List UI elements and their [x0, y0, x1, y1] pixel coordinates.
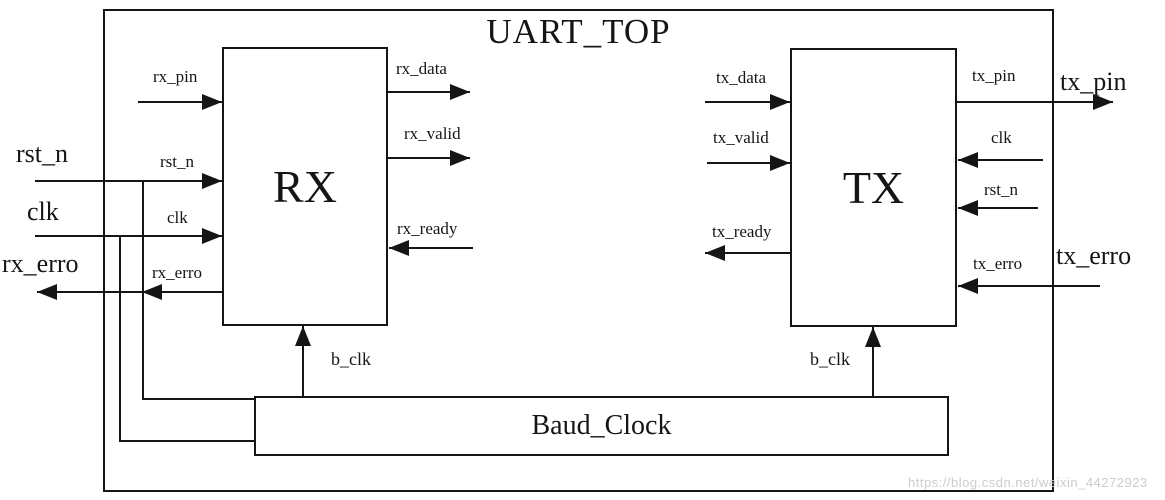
rx-erro-wire	[37, 291, 222, 293]
rx-valid-arrowhead-icon	[450, 150, 470, 166]
rx-b-clk-arrowhead-icon	[295, 326, 311, 346]
tx-erro-arrowhead-icon	[958, 278, 978, 294]
rx-ready-wire	[389, 247, 473, 249]
clk-arrowhead-icon	[202, 228, 222, 244]
rx-block: RX	[222, 47, 388, 326]
tx-data-wire	[705, 101, 790, 103]
rx-data-pin-label: rx_data	[396, 59, 447, 78]
rx-ready-pin-label: rx_ready	[397, 219, 458, 238]
rst-n-branch-vwire	[142, 180, 144, 400]
tx-pin-pin-label: tx_pin	[972, 66, 1016, 85]
rx-data-arrowhead-icon	[450, 84, 470, 100]
tx-valid-wire	[707, 162, 790, 164]
rx-block-label: RX	[273, 161, 337, 212]
tx-data-arrowhead-icon	[770, 94, 790, 110]
tx-clk-arrowhead-icon	[958, 152, 978, 168]
rx-erro-inner-arrowhead-icon	[142, 284, 162, 300]
tx-clk-pin-label: clk	[991, 128, 1012, 147]
tx-rst-n-wire	[958, 207, 1038, 209]
tx-block: TX	[790, 48, 957, 327]
rx-pin-label: rx_pin	[153, 67, 198, 86]
rst-n-arrowhead-icon	[202, 173, 222, 189]
tx-valid-pin-label: tx_valid	[713, 128, 769, 147]
tx-clk-wire	[958, 159, 1043, 161]
tx-ready-wire	[705, 252, 790, 254]
watermark-text: https://blog.csdn.net/weixin_44272923	[908, 475, 1148, 490]
clk-port-label: clk	[27, 197, 59, 226]
tx-pin-arrowhead-icon	[1093, 94, 1113, 110]
diagram-title: UART_TOP	[486, 12, 671, 51]
clk-branch-hwire	[119, 440, 255, 442]
rx-erro-pin-label: rx_erro	[152, 263, 203, 282]
tx-pin-port-label: tx_pin	[1060, 67, 1127, 96]
rx-pin-wire	[138, 101, 222, 103]
tx-b-clk-arrowhead-icon	[865, 327, 881, 347]
tx-block-label: TX	[842, 162, 905, 213]
rx-data-wire	[388, 91, 470, 93]
rx-b-clk-wire	[302, 326, 304, 396]
tx-rst-n-pin-label: rst_n	[984, 180, 1018, 199]
rx-clk-pin-label: clk	[167, 208, 188, 227]
rx-valid-wire	[388, 157, 470, 159]
clk-branch-vwire	[119, 235, 121, 442]
tx-data-pin-label: tx_data	[716, 68, 767, 87]
clk-wire	[35, 235, 222, 237]
baud-clock-block: Baud_Clock	[254, 396, 949, 456]
rx-rst-n-pin-label: rst_n	[160, 152, 194, 171]
tx-erro-pin-label: tx_erro	[973, 254, 1023, 273]
rx-pin-arrowhead-icon	[202, 94, 222, 110]
baud-clock-label: Baud_Clock	[531, 410, 672, 441]
rst-n-wire	[35, 180, 222, 182]
rx-erro-port-label: rx_erro	[2, 249, 79, 278]
tx-erro-wire	[958, 285, 1100, 287]
tx-erro-port-label: tx_erro	[1056, 241, 1132, 270]
rst-n-port-label: rst_n	[16, 139, 68, 168]
tx-b-clk-label: b_clk	[810, 349, 850, 369]
tx-b-clk-wire	[872, 327, 874, 396]
tx-ready-pin-label: tx_ready	[712, 222, 772, 241]
rx-valid-pin-label: rx_valid	[404, 124, 461, 143]
rx-ready-arrowhead-icon	[389, 240, 409, 256]
rst-n-branch-hwire	[142, 398, 278, 400]
tx-rst-n-arrowhead-icon	[958, 200, 978, 216]
rx-b-clk-label: b_clk	[331, 349, 371, 369]
tx-valid-arrowhead-icon	[770, 155, 790, 171]
tx-ready-arrowhead-icon	[705, 245, 725, 261]
rx-erro-arrowhead-icon	[37, 284, 57, 300]
tx-pin-wire	[957, 101, 1113, 103]
